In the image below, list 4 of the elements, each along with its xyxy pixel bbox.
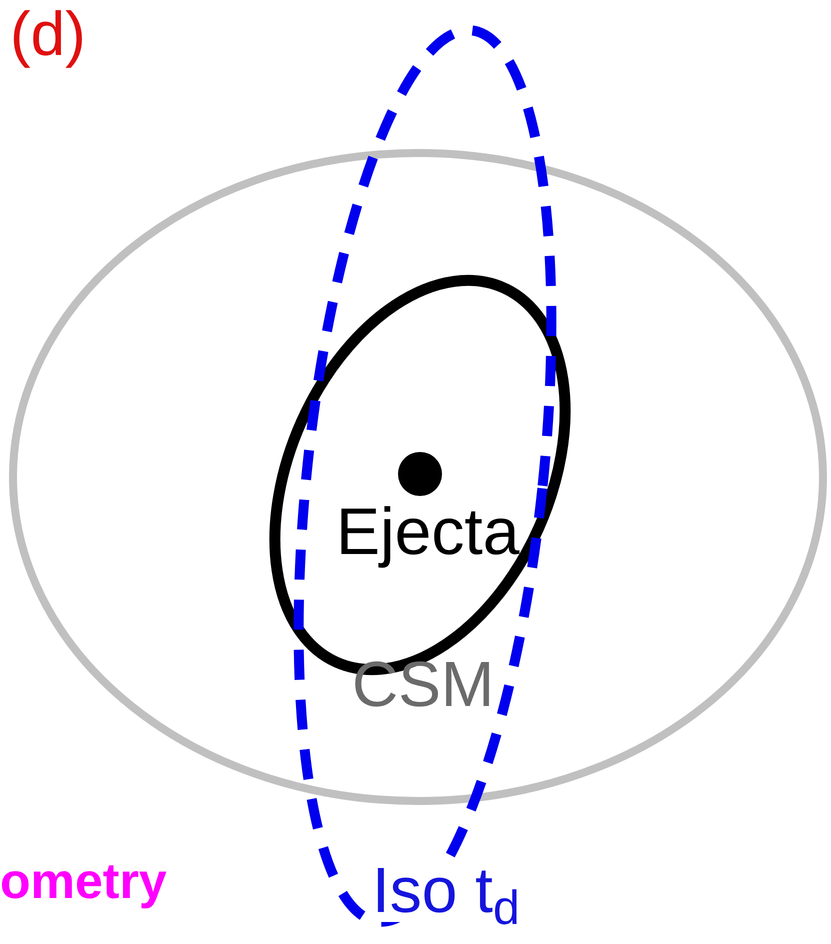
panel-label: (d) xyxy=(10,4,86,66)
region-label: CSM xyxy=(352,652,494,716)
caption-fragment: ometry xyxy=(0,856,167,906)
csm-ellipse xyxy=(8,148,828,806)
